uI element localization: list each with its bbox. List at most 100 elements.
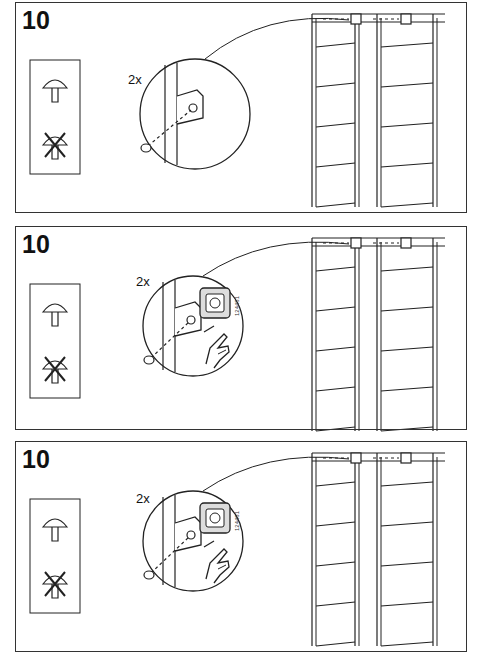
rung bbox=[381, 387, 433, 391]
rung bbox=[316, 562, 355, 566]
screw-path bbox=[148, 110, 191, 146]
upright bbox=[359, 457, 360, 646]
detail-view bbox=[140, 59, 250, 169]
bracket-hole bbox=[187, 316, 195, 324]
hand-outline bbox=[206, 334, 229, 368]
hand-outline bbox=[206, 549, 229, 583]
screw-path bbox=[151, 322, 189, 358]
top-rail bbox=[312, 13, 445, 14]
upright bbox=[376, 238, 377, 431]
bracket bbox=[401, 453, 411, 463]
step-panel: 102x bbox=[15, 2, 467, 213]
upright bbox=[437, 457, 438, 646]
screw-shank bbox=[52, 88, 58, 102]
screw-path bbox=[373, 19, 399, 20]
shelf-frame bbox=[312, 14, 445, 207]
step-panel: 102x bbox=[15, 226, 467, 430]
bracket-hole bbox=[187, 531, 195, 539]
screw-symbol bbox=[43, 304, 67, 326]
upright bbox=[311, 14, 312, 207]
clip-fitting bbox=[200, 503, 230, 547]
rung bbox=[381, 427, 433, 431]
detail-circle bbox=[143, 276, 243, 376]
post-edge bbox=[164, 65, 165, 163]
rung bbox=[381, 83, 433, 87]
crossed-screw-symbol bbox=[43, 133, 67, 159]
icon-frame bbox=[30, 499, 80, 613]
clip-body bbox=[200, 503, 230, 533]
rung bbox=[316, 482, 355, 486]
rung bbox=[381, 562, 433, 566]
screw-head bbox=[43, 80, 67, 88]
clip-hole bbox=[210, 298, 220, 308]
rung bbox=[381, 123, 433, 127]
rung bbox=[316, 267, 355, 271]
icon-frame bbox=[30, 60, 80, 174]
rung bbox=[381, 347, 433, 351]
step-number: 10 bbox=[22, 447, 50, 472]
bracket bbox=[351, 14, 361, 24]
finger-line bbox=[218, 350, 226, 354]
icon-frame bbox=[30, 284, 80, 398]
rung bbox=[316, 642, 355, 646]
crossed-screw-symbol bbox=[43, 357, 67, 383]
upright bbox=[316, 457, 317, 646]
motion-arrow bbox=[204, 541, 214, 547]
screw-icon-box bbox=[30, 60, 80, 174]
cross-mark bbox=[45, 572, 65, 596]
upright bbox=[437, 18, 438, 207]
upright bbox=[316, 18, 317, 207]
quantity-label: 2x bbox=[128, 73, 142, 86]
cross-mark bbox=[45, 133, 65, 157]
top-rail bbox=[312, 237, 445, 238]
detail-circle bbox=[140, 59, 250, 169]
top-rail bbox=[312, 460, 445, 461]
rung bbox=[381, 522, 433, 526]
detail-view bbox=[143, 491, 243, 591]
screw-symbol bbox=[43, 519, 67, 541]
rung bbox=[381, 602, 433, 606]
rung bbox=[316, 522, 355, 526]
rung bbox=[316, 427, 355, 431]
finger-line bbox=[218, 565, 226, 569]
step-panel: 102x bbox=[15, 441, 467, 652]
clip-body bbox=[200, 288, 230, 318]
top-rail bbox=[312, 452, 445, 453]
clip-face bbox=[206, 294, 224, 312]
rung bbox=[316, 602, 355, 606]
bracket bbox=[351, 238, 361, 248]
screw-icon-box bbox=[30, 284, 80, 398]
upright bbox=[311, 238, 312, 431]
rung bbox=[316, 83, 355, 87]
clip-face bbox=[206, 509, 224, 527]
screw-path bbox=[373, 243, 399, 244]
shelf-frame bbox=[312, 453, 445, 646]
upright bbox=[381, 457, 382, 646]
upright bbox=[359, 18, 360, 207]
top-rail bbox=[312, 21, 445, 22]
shelf-frame bbox=[312, 238, 445, 431]
post-edge bbox=[162, 497, 163, 585]
hand-symbol bbox=[206, 334, 229, 368]
panel-illustration bbox=[30, 453, 445, 646]
rung bbox=[316, 163, 355, 167]
part-code: 124481 bbox=[234, 511, 240, 531]
upright bbox=[311, 453, 312, 646]
screw-symbol bbox=[43, 80, 67, 102]
rung bbox=[381, 267, 433, 271]
detail-view bbox=[143, 276, 243, 376]
motion-arrow bbox=[204, 326, 214, 332]
clip-hole bbox=[210, 513, 220, 523]
upright bbox=[376, 14, 377, 207]
screw-path bbox=[373, 458, 399, 459]
detail-leader bbox=[203, 457, 349, 491]
rung bbox=[381, 43, 433, 47]
rung bbox=[381, 163, 433, 167]
rung bbox=[381, 642, 433, 646]
upright bbox=[381, 18, 382, 207]
screw-head bbox=[141, 144, 151, 152]
upright bbox=[316, 242, 317, 431]
clip-fitting bbox=[200, 288, 230, 332]
rung bbox=[381, 482, 433, 486]
